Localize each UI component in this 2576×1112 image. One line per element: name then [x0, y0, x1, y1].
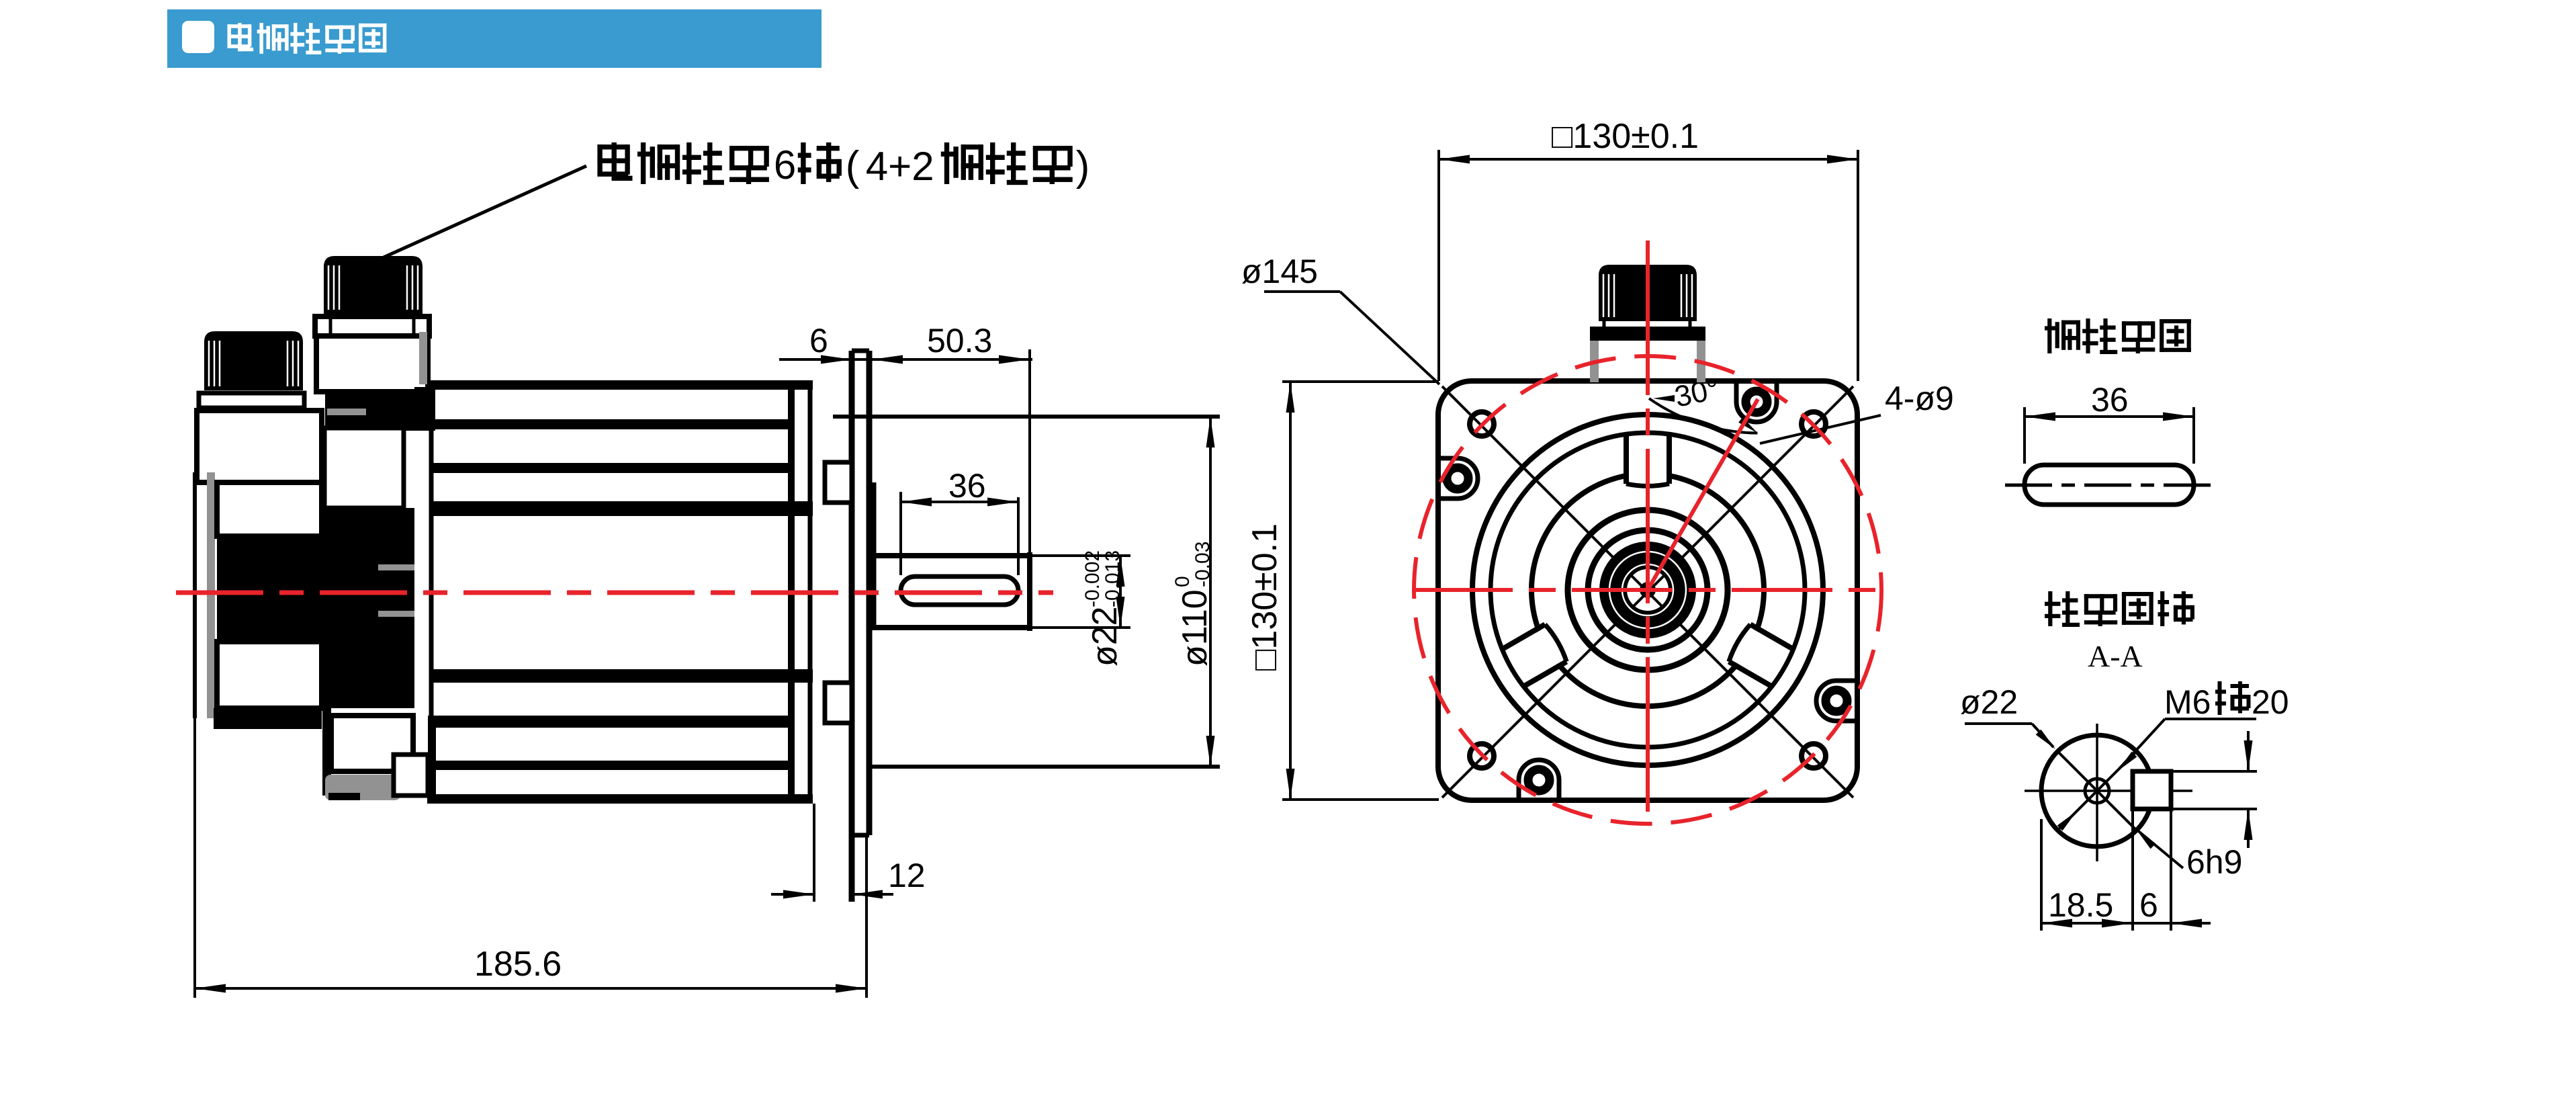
- svg-text:-0.002: -0.002: [1081, 550, 1104, 607]
- svg-text:ø145: ø145: [1241, 253, 1318, 290]
- svg-text:20: 20: [2252, 683, 2289, 721]
- svg-text:□130±0.1: □130±0.1: [1245, 523, 1284, 671]
- svg-text:4-ø9: 4-ø9: [1885, 380, 1954, 417]
- svg-text:M6: M6: [2164, 683, 2211, 721]
- svg-text:-0.013: -0.013: [1102, 550, 1124, 607]
- svg-text:6: 6: [809, 322, 828, 359]
- svg-text:0: 0: [1171, 576, 1194, 587]
- svg-text:50.3: 50.3: [927, 322, 992, 359]
- svg-text:A-A: A-A: [2088, 639, 2143, 673]
- svg-text:(: (: [846, 143, 860, 189]
- svg-text:ø110: ø110: [1175, 589, 1214, 667]
- svg-text:ø22: ø22: [1085, 606, 1124, 667]
- svg-text:4+2: 4+2: [866, 144, 934, 189]
- svg-text:): ): [1076, 143, 1090, 189]
- svg-text:□130±0.1: □130±0.1: [1552, 117, 1699, 156]
- svg-text:12: 12: [888, 857, 926, 894]
- svg-text:36: 36: [2091, 381, 2129, 419]
- svg-text:ø22: ø22: [1960, 683, 2018, 721]
- svg-text:6: 6: [2139, 886, 2158, 924]
- svg-text:6h9: 6h9: [2186, 843, 2242, 881]
- svg-text:6: 6: [774, 142, 796, 187]
- svg-text:185.6: 185.6: [474, 945, 562, 984]
- svg-text:18.5: 18.5: [2048, 886, 2113, 924]
- svg-text:-0.03: -0.03: [1192, 542, 1214, 587]
- svg-text:36: 36: [948, 467, 986, 505]
